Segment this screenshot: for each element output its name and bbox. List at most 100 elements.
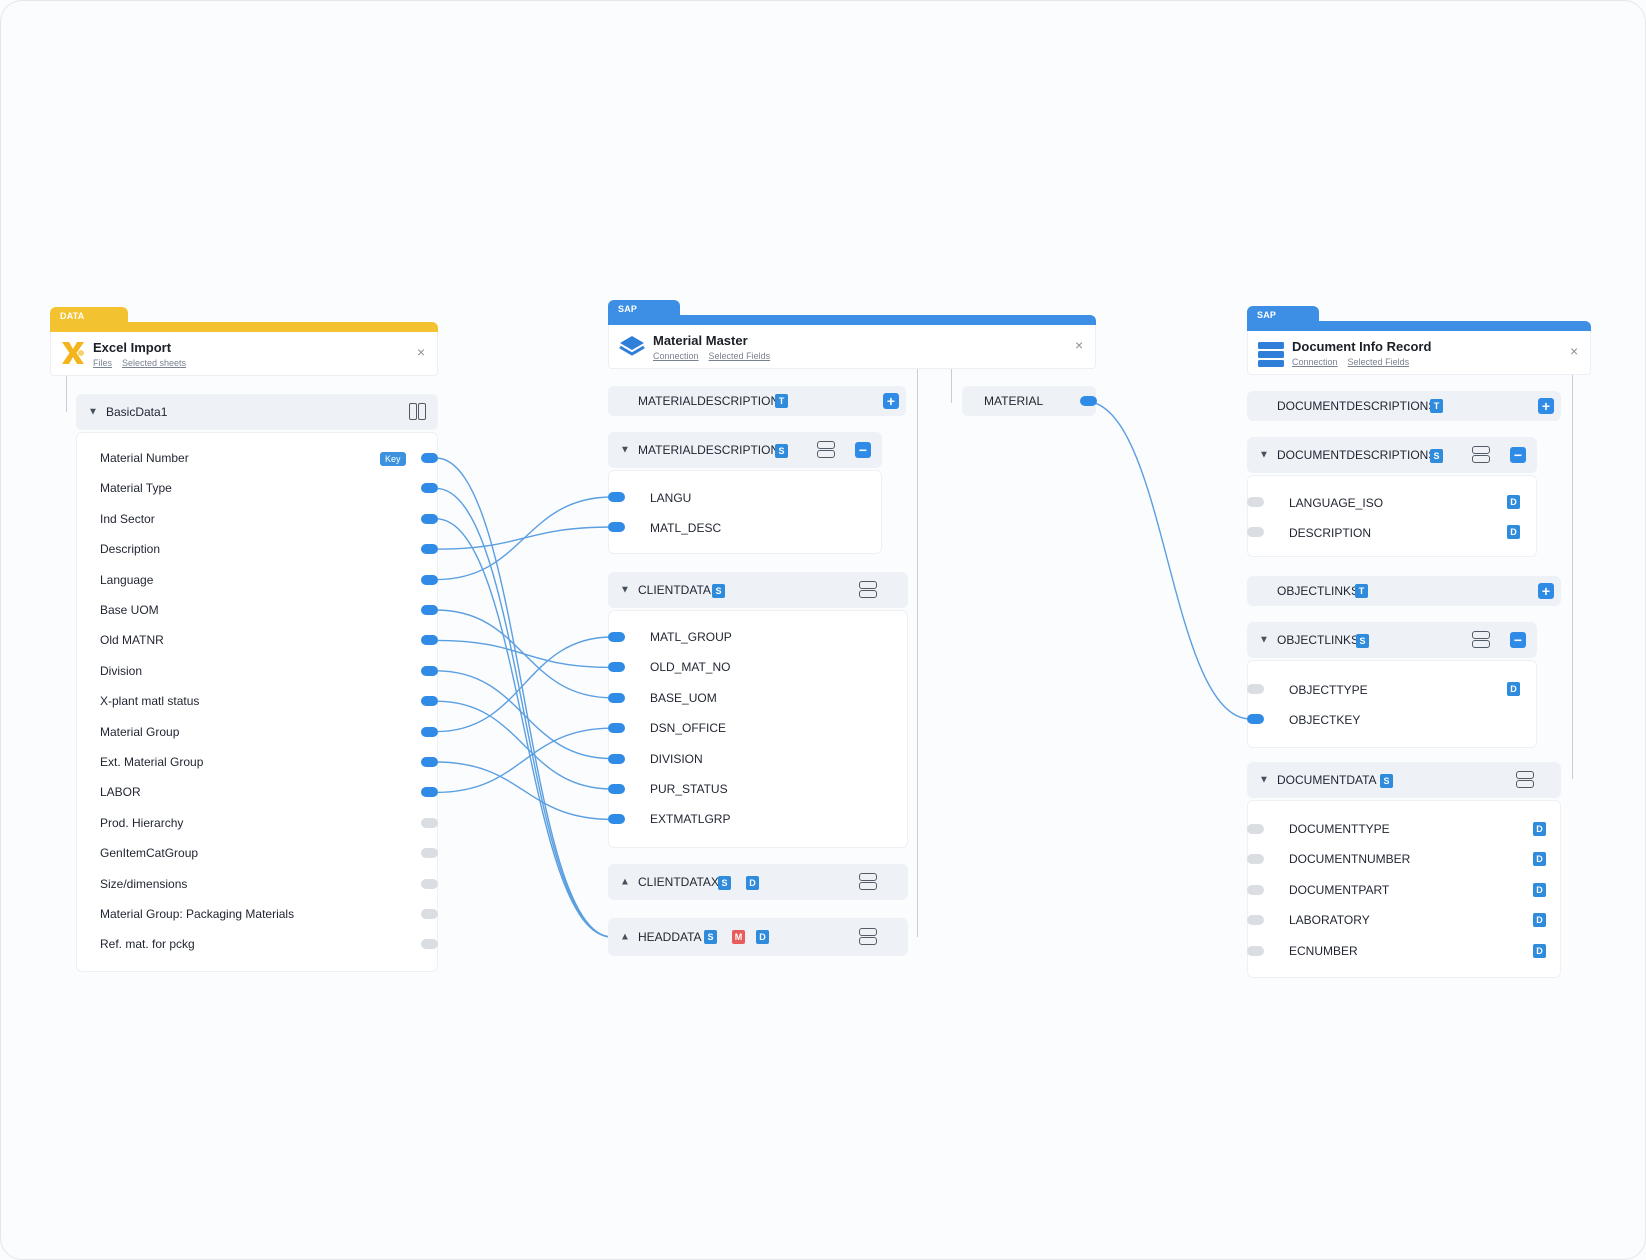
port-division[interactable]: [608, 753, 625, 764]
layout-rows-icon[interactable]: [1471, 445, 1491, 465]
material-key-field[interactable]: MATERIAL: [962, 386, 1096, 416]
source-port-material-group-packaging-materials[interactable]: [421, 909, 438, 919]
clientdatax-group[interactable]: ▲ CLIENTDATAX S D: [608, 864, 908, 900]
document-info-title: Document Info Record: [1292, 339, 1432, 354]
caret-down-icon[interactable]: ▼: [1259, 449, 1269, 461]
port-documentpart[interactable]: [1247, 884, 1264, 895]
selected-sheets-link[interactable]: Selected sheets: [122, 358, 187, 368]
source-port-description[interactable]: [421, 544, 438, 555]
objectlinks-table-group[interactable]: OBJECTLINKS T +: [1247, 576, 1561, 606]
caret-down-icon[interactable]: ▼: [620, 444, 630, 456]
type-badge: T: [1430, 399, 1443, 413]
source-port-ind-sector[interactable]: [421, 513, 438, 524]
caret-down-icon[interactable]: ▼: [1259, 774, 1269, 786]
documentdata-group[interactable]: ▼ DOCUMENTDATA S: [1247, 762, 1561, 798]
source-port-genitemcatgroup[interactable]: [421, 848, 438, 859]
port-langu[interactable]: [608, 492, 625, 502]
columns-icon[interactable]: [408, 402, 428, 422]
port-ecnumber[interactable]: [1247, 945, 1264, 956]
clientdata-group[interactable]: ▼ CLIENTDATA S: [608, 572, 908, 608]
port-documenttype[interactable]: [1247, 824, 1264, 834]
source-port-labor[interactable]: [421, 787, 438, 798]
data-badge: D: [1533, 882, 1546, 897]
files-link[interactable]: Files: [93, 358, 113, 368]
data-badge: D: [746, 876, 759, 890]
add-icon[interactable]: +: [1538, 583, 1554, 599]
source-field-ext-material-group: Ext. Material Group: [100, 755, 204, 769]
source-field-material-group: Material Group: [100, 724, 180, 739]
source-port-x-plant-matl-status[interactable]: [421, 696, 438, 707]
caret-down-icon[interactable]: ▼: [1259, 634, 1269, 646]
sap-target-bar: [608, 315, 1096, 325]
material-port[interactable]: [1080, 396, 1097, 406]
source-field-description: Description: [100, 542, 161, 557]
port-base-uom[interactable]: [608, 692, 625, 703]
port-matl-group[interactable]: [608, 632, 625, 642]
objectlinks-fields-panel: [1247, 660, 1537, 748]
close-icon[interactable]: ×: [1570, 343, 1579, 359]
source-field-base-uom: Base UOM: [100, 603, 159, 617]
layout-rows-icon[interactable]: [858, 872, 878, 892]
port-objectkey[interactable]: [1247, 714, 1264, 724]
source-field-ref-mat-for-pckg: Ref. mat. for pckg: [100, 937, 195, 952]
caret-down-icon[interactable]: ▼: [620, 584, 630, 596]
source-port-size-dimensions[interactable]: [421, 878, 438, 889]
close-icon[interactable]: ×: [417, 344, 426, 360]
group-label: MATERIALDESCRIPTION: [638, 443, 780, 457]
materialdescription-table-group[interactable]: MATERIALDESCRIPTION T +: [608, 386, 906, 416]
source-port-prod-hierarchy[interactable]: [421, 817, 438, 828]
port-dsn-office[interactable]: [608, 723, 625, 734]
documentdescriptions-structure-group[interactable]: ▼ DOCUMENTDESCRIPTIONS S −: [1247, 437, 1537, 473]
port-laboratory[interactable]: [1247, 915, 1264, 926]
port-pur-status[interactable]: [608, 784, 625, 794]
close-icon[interactable]: ×: [1075, 337, 1084, 353]
source-port-ext-material-group[interactable]: [421, 757, 438, 767]
port-documentnumber[interactable]: [1247, 854, 1264, 865]
remove-icon[interactable]: −: [1510, 632, 1526, 648]
port-old-mat-no[interactable]: [608, 662, 625, 673]
headdata-group[interactable]: ▲ HEADDATA S M D: [608, 918, 908, 956]
caret-down-icon[interactable]: ▼: [88, 406, 98, 418]
documentdescriptions-fields-panel: [1247, 475, 1537, 557]
source-port-ref-mat-for-pckg[interactable]: [421, 939, 438, 950]
layout-rows-icon[interactable]: [816, 440, 836, 460]
layout-rows-icon[interactable]: [1471, 630, 1491, 650]
target-field-extmatlgrp: EXTMATLGRP: [650, 812, 731, 827]
source-port-division[interactable]: [421, 665, 438, 676]
remove-icon[interactable]: −: [1510, 447, 1526, 463]
layout-rows-icon[interactable]: [858, 927, 878, 947]
selected-fields-link[interactable]: Selected Fields: [1347, 357, 1410, 367]
group-label: DOCUMENTDATA: [1277, 773, 1377, 787]
layout-rows-icon[interactable]: [1515, 770, 1535, 790]
port-language-iso[interactable]: [1247, 497, 1264, 507]
data-badge: D: [1533, 852, 1546, 867]
documentdescriptions-table-group[interactable]: DOCUMENTDESCRIPTIONS T +: [1247, 391, 1561, 421]
source-port-material-type[interactable]: [421, 483, 438, 494]
materialdescription-structure-group[interactable]: ▼ MATERIALDESCRIPTION S −: [608, 432, 882, 468]
port-description[interactable]: [1247, 527, 1264, 537]
remove-icon[interactable]: −: [855, 442, 871, 458]
layout-rows-icon[interactable]: [858, 580, 878, 600]
source-port-material-group[interactable]: [421, 726, 438, 737]
add-icon[interactable]: +: [1538, 398, 1554, 414]
port-objecttype[interactable]: [1247, 684, 1264, 694]
basicdata1-group[interactable]: ▼ BasicData1: [76, 394, 438, 430]
group-label: CLIENTDATA: [638, 583, 711, 597]
source-field-ind-sector: Ind Sector: [100, 511, 155, 526]
target-field-division: DIVISION: [650, 751, 703, 766]
caret-up-icon[interactable]: ▲: [620, 876, 630, 888]
add-icon[interactable]: +: [883, 393, 899, 409]
source-port-material-number[interactable]: [421, 453, 438, 463]
connection-link[interactable]: Connection: [1292, 357, 1338, 367]
port-extmatlgrp[interactable]: [608, 814, 625, 825]
objectlinks-structure-group[interactable]: ▼ OBJECTLINKS S −: [1247, 622, 1537, 658]
material-master-title: Material Master: [653, 333, 748, 348]
source-port-language[interactable]: [421, 574, 438, 585]
selected-fields-link[interactable]: Selected Fields: [708, 351, 771, 361]
caret-up-icon[interactable]: ▲: [620, 931, 630, 943]
document-info-links: Connection Selected Fields: [1292, 357, 1419, 367]
source-port-base-uom[interactable]: [421, 605, 438, 615]
port-matl-desc[interactable]: [608, 522, 625, 532]
connection-link[interactable]: Connection: [653, 351, 699, 361]
source-port-old-matnr[interactable]: [421, 635, 438, 646]
